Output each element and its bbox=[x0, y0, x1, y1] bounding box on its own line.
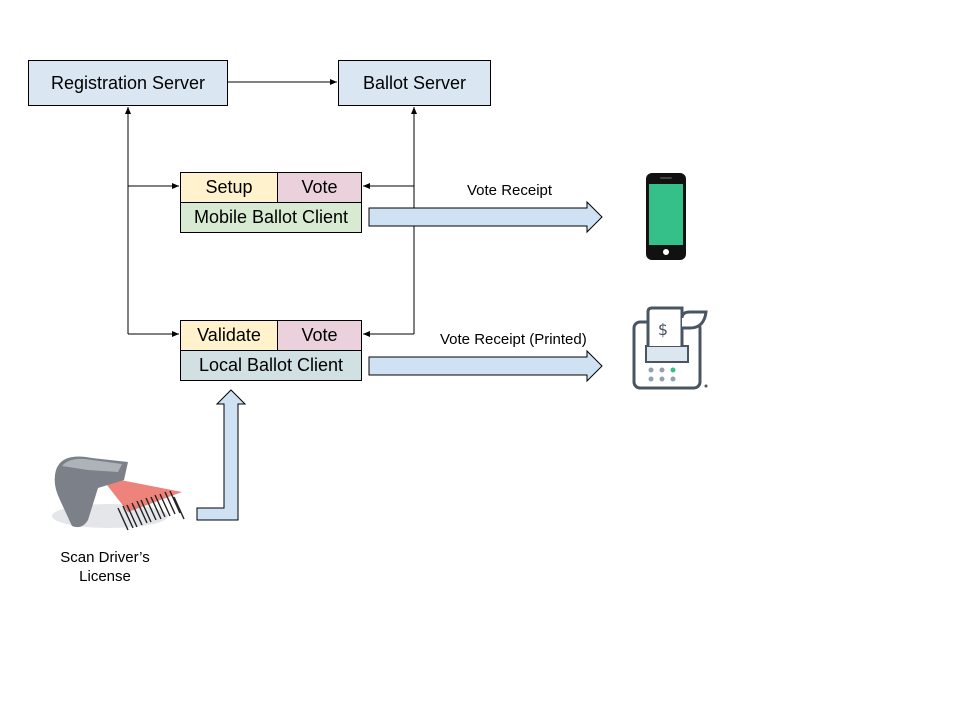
local-receipt-label: Vote Receipt (Printed) bbox=[440, 331, 587, 348]
ballot-server-label: Ballot Server bbox=[362, 72, 467, 93]
phone-icon bbox=[646, 173, 686, 260]
local-validate-node: Validate bbox=[180, 320, 278, 351]
local-vote-node: Vote bbox=[277, 320, 362, 351]
mobile-vote-label: Vote bbox=[301, 177, 338, 197]
svg-text:$: $ bbox=[658, 320, 668, 339]
registration-server-node: Registration Server bbox=[28, 60, 228, 106]
receipt-printer-icon: $ bbox=[632, 306, 708, 390]
local-receipt-arrow bbox=[368, 349, 603, 383]
mobile-receipt-label: Vote Receipt bbox=[467, 182, 553, 199]
scanner-caption: Scan Driver’s License bbox=[40, 548, 170, 586]
mobile-ballot-client-node: Mobile Ballot Client bbox=[180, 202, 362, 233]
mobile-setup-label: Setup bbox=[205, 177, 253, 197]
local-vote-label: Vote bbox=[301, 325, 338, 345]
local-validate-label: Validate bbox=[197, 325, 261, 345]
mobile-vote-node: Vote bbox=[277, 172, 362, 203]
scanner-caption-line2: License bbox=[79, 568, 131, 585]
ballot-server-node: Ballot Server bbox=[338, 60, 491, 106]
registration-server-label: Registration Server bbox=[50, 72, 206, 93]
local-ballot-client-label: Local Ballot Client bbox=[198, 355, 344, 375]
scanner-caption-line1: Scan Driver’s bbox=[60, 549, 150, 566]
scan-input-arrow bbox=[196, 389, 247, 521]
mobile-ballot-client-label: Mobile Ballot Client bbox=[193, 207, 349, 227]
mobile-setup-node: Setup bbox=[180, 172, 278, 203]
local-ballot-client-node: Local Ballot Client bbox=[180, 350, 362, 381]
mobile-receipt-arrow bbox=[368, 200, 603, 234]
barcode-scanner-icon bbox=[52, 456, 185, 531]
